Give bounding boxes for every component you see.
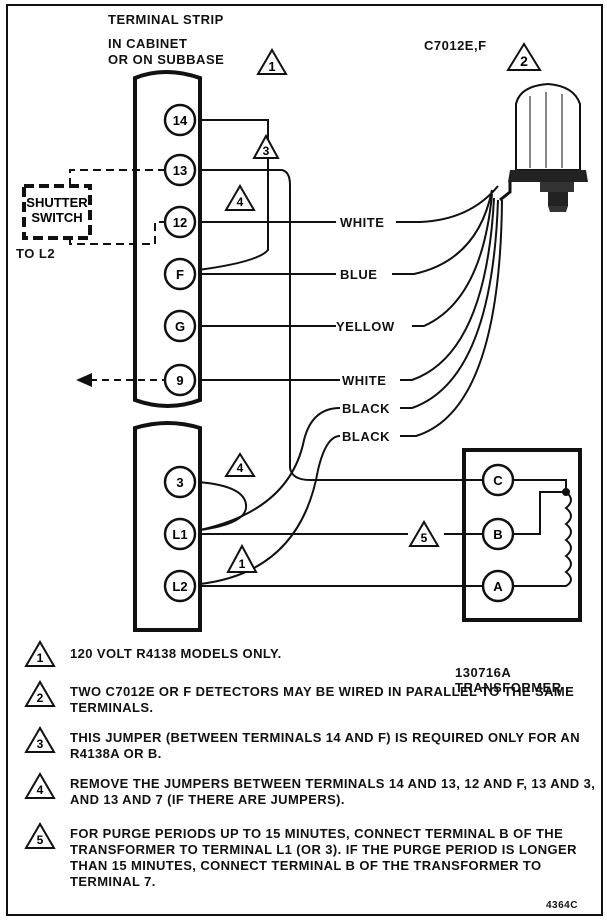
transformer-model: 130716A [455, 665, 512, 680]
callout-1-lower: 1 [226, 543, 258, 573]
wire-label-white-9: WHITE [342, 373, 387, 388]
terminal-strip-upper [133, 70, 202, 408]
drawing-number: 4364C [546, 900, 578, 911]
wire-label-white-12: WHITE [340, 215, 385, 230]
strip-title-line2: IN CABINET [108, 36, 188, 51]
note-1-text: 120 VOLT R4138 MODELS ONLY. [70, 646, 282, 661]
wire-label-black-1: BLACK [342, 401, 390, 416]
shutter-switch-box [22, 184, 92, 240]
detector-label: C7012E,F [424, 38, 487, 53]
detector-note-callout: 2 [506, 42, 542, 71]
wire-label-black-2: BLACK [342, 429, 390, 444]
svg-text:1: 1 [268, 59, 275, 74]
to-l2-label: TO L2 [16, 246, 56, 261]
svg-text:3: 3 [263, 144, 270, 158]
transformer-coil [512, 479, 572, 587]
note-5-text: FOR PURGE PERIODS UP TO 15 MINUTES, CONN… [70, 826, 577, 889]
callout-4-lower: 4 [224, 452, 256, 477]
wire-label-blue: BLUE [340, 267, 378, 282]
detector-icon [499, 82, 588, 212]
strip-title-line1: TERMINAL STRIP [108, 12, 224, 27]
note-3-text: THIS JUMPER (BETWEEN TERMINALS 14 AND F)… [70, 730, 581, 761]
note-4-text: REMOVE THE JUMPERS BETWEEN TERMINALS 14 … [70, 776, 596, 807]
svg-text:2: 2 [520, 53, 528, 69]
purge-callout: 5 [408, 520, 440, 547]
strip-note-callout: 1 [256, 48, 288, 75]
callout-4-upper: 4 [224, 184, 256, 211]
svg-text:4: 4 [237, 195, 244, 209]
diagram-frame [6, 4, 603, 916]
svg-text:5: 5 [421, 531, 428, 545]
jumper-14-f-callout: 3 [252, 133, 280, 159]
note-2-text: TWO C7012E OR F DETECTORS MAY BE WIRED I… [70, 684, 575, 715]
transformer-label: TRANSFORMER [455, 680, 562, 695]
terminal-strip-lower [133, 421, 202, 632]
transformer-box [462, 448, 582, 622]
svg-text:4: 4 [237, 461, 244, 475]
svg-text:1: 1 [239, 557, 246, 571]
shutter-switch-line2: SWITCH [31, 210, 82, 225]
shutter-switch-line1: SHUTTER [26, 195, 88, 210]
wire-label-yellow: YELLOW [336, 319, 395, 334]
strip-title-line3: OR ON SUBBASE [108, 52, 225, 67]
